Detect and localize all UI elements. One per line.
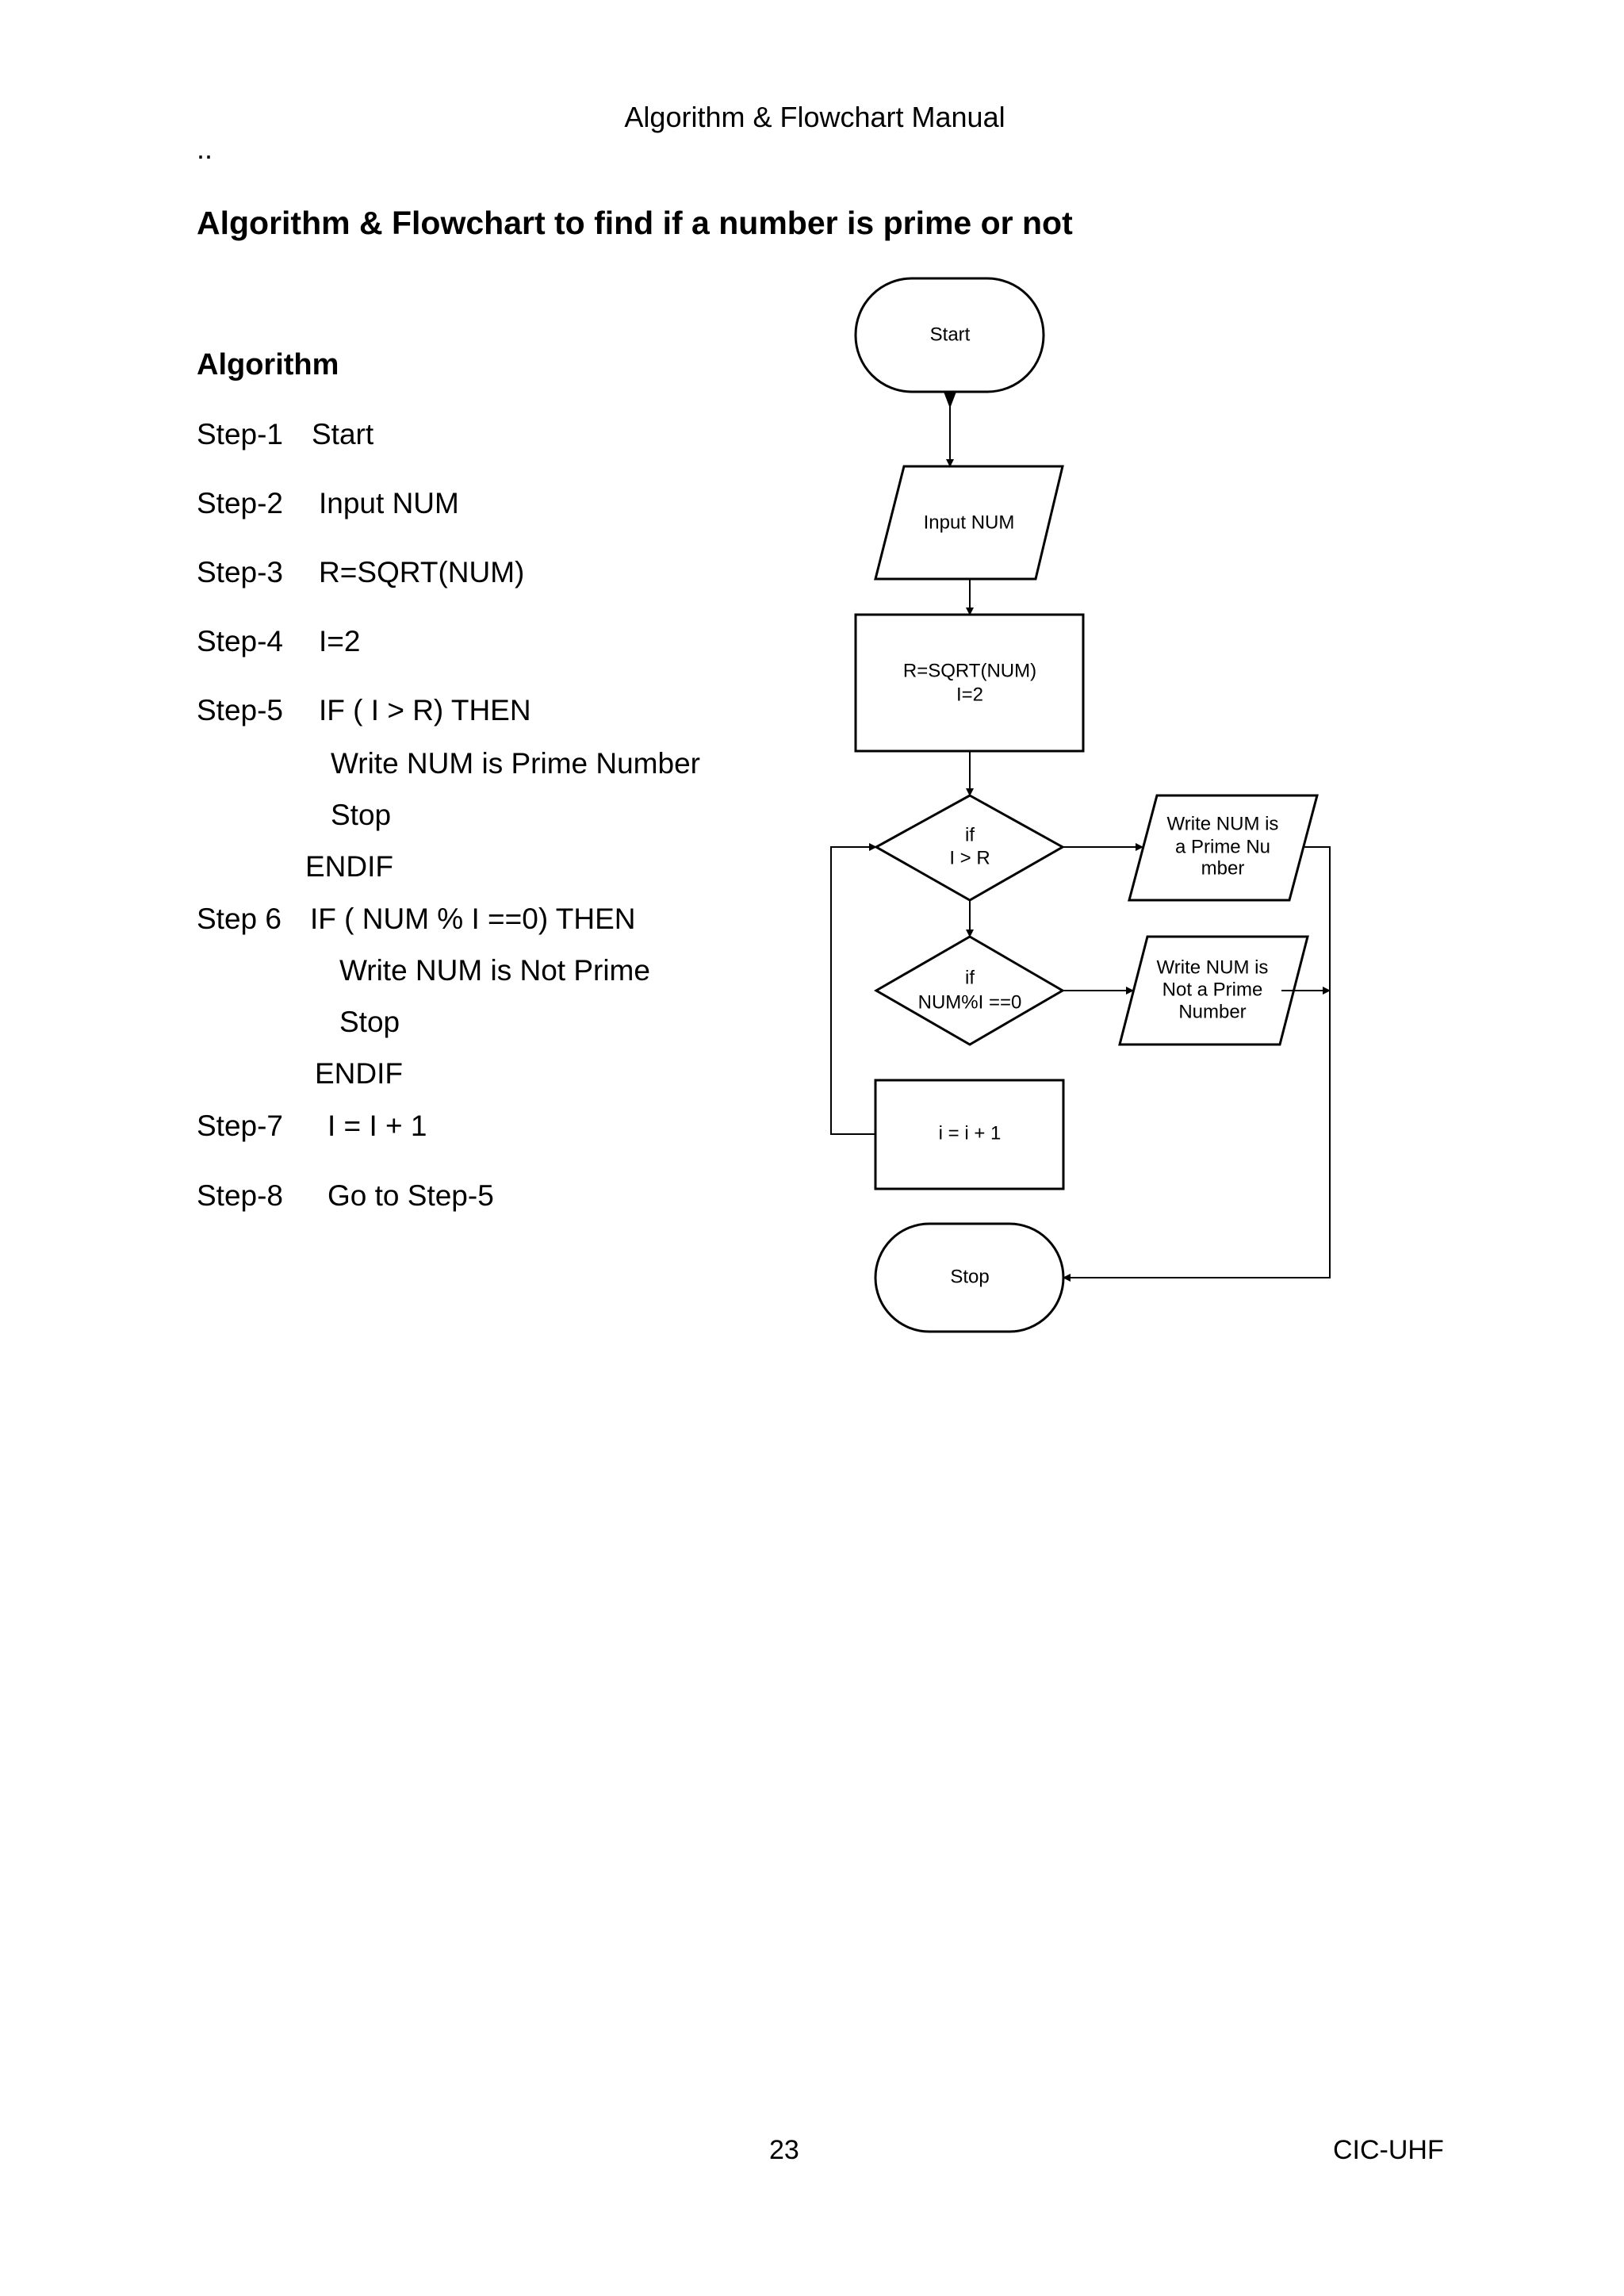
arrow-tail-mark	[944, 392, 956, 408]
step-label: Step-4	[197, 625, 284, 657]
step-text: Start	[312, 418, 374, 450]
step-body: Write NUM is Prime Number	[331, 747, 700, 780]
output-not-prime-label: Not a Prime	[1162, 979, 1263, 1000]
running-header: Algorithm & Flowchart Manual	[624, 101, 1005, 133]
step-text: IF ( NUM % I ==0) THEN	[310, 903, 636, 935]
step-label: Step-8	[197, 1179, 284, 1212]
decision1-label: I > R	[949, 847, 990, 868]
increment-label: i = i + 1	[939, 1122, 1002, 1144]
step-label: Step-5	[197, 694, 284, 726]
footer-org: CIC-UHF	[1333, 2135, 1444, 2165]
step-label: Step-2	[197, 487, 284, 519]
input-label: Input NUM	[924, 512, 1015, 533]
dots: ..	[197, 132, 213, 165]
output-prime-label: a Prime Nu	[1175, 836, 1270, 857]
step-label: Step-7	[197, 1110, 284, 1142]
output-prime-label: mber	[1201, 857, 1245, 879]
output-not-prime-parallelogram	[1118, 935, 1309, 1046]
decision2-label: if	[965, 967, 975, 988]
output-not-prime-label: Number	[1178, 1001, 1246, 1022]
output-prime-parallelogram	[1128, 794, 1319, 902]
step-body: Stop	[339, 1006, 400, 1038]
step-body: Stop	[331, 799, 392, 831]
algorithm-heading: Algorithm	[197, 348, 339, 381]
step-label: Step 6	[197, 903, 282, 935]
decision2-label: NUM%I ==0	[918, 991, 1022, 1013]
connector-prime-to-stop	[1063, 846, 1331, 1282]
output-prime-label: Write NUM is	[1167, 813, 1279, 834]
step-body: Write NUM is Not Prime	[339, 954, 650, 987]
stop-label: Stop	[950, 1266, 989, 1287]
step-end: ENDIF	[305, 850, 393, 883]
start-label: Start	[930, 324, 971, 345]
init-label: R=SQRT(NUM)	[903, 660, 1036, 681]
init-process-box	[854, 613, 1085, 753]
section-title: Algorithm & Flowchart to find if a numbe…	[197, 205, 1073, 241]
step-text: R=SQRT(NUM)	[319, 556, 525, 588]
init-label: I=2	[956, 684, 983, 705]
loop-back-connector	[830, 843, 877, 1135]
step-label: Step-3	[197, 556, 284, 588]
input-parallelogram	[874, 465, 1064, 581]
step-text: I=2	[319, 625, 361, 657]
output-not-prime-label: Write NUM is	[1157, 956, 1269, 978]
step-end: ENDIF	[315, 1057, 403, 1090]
step-label: Step-1	[197, 418, 284, 450]
decision1-label: if	[965, 824, 975, 845]
decision-num-mod-i	[873, 935, 1065, 1046]
step-text: IF ( I > R) THEN	[319, 694, 531, 726]
step-text: Input NUM	[319, 487, 459, 519]
step-text: Go to Step-5	[327, 1179, 494, 1212]
step-text: I = I + 1	[327, 1110, 427, 1142]
page-number: 23	[769, 2135, 799, 2165]
